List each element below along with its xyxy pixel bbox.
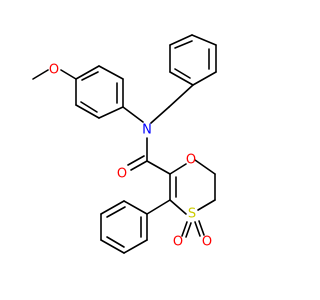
ring-oxygen-label: O [186, 153, 196, 168]
phenyl-ring [100, 200, 148, 254]
s-o-bond-right-b [198, 220, 205, 236]
sulfone-oxygen-left-label: O [173, 235, 183, 250]
n-aryl-bond [122, 106, 144, 123]
bonds [32, 34, 217, 254]
benzyl-ch2-bond [168, 84, 194, 108]
carbonyl-double-bond-a [130, 160, 148, 171]
molecule-diagram: O N O O S O O [32, 34, 217, 254]
atom-labels: O N O O S O O [49, 63, 212, 250]
benzyl-ring [169, 34, 217, 86]
ch2-n-bond [150, 106, 170, 124]
o-methyl-bond [32, 69, 49, 80]
amide-nitrogen-label: N [142, 123, 152, 138]
structure-canvas: O N O O S O O [32, 34, 217, 254]
carbonyl-double-bond-b [127, 155, 145, 166]
s-o-bond-right [194, 221, 201, 237]
sulfone-oxygen-right-label: O [202, 235, 212, 250]
methoxyphenyl-ring [75, 65, 124, 119]
carbonyl-oxygen-label: O [117, 167, 127, 182]
methoxy-oxygen-label: O [49, 63, 59, 78]
aryl-o-bond [60, 69, 77, 80]
ring-phenyl-bond [146, 199, 171, 215]
s-o-bond-left [181, 221, 188, 237]
oxathiine-ring [169, 159, 216, 215]
sulfur-label: S [188, 207, 196, 222]
carbonyl-ring-bond [146, 160, 171, 175]
s-o-bond-left-b [185, 222, 192, 238]
